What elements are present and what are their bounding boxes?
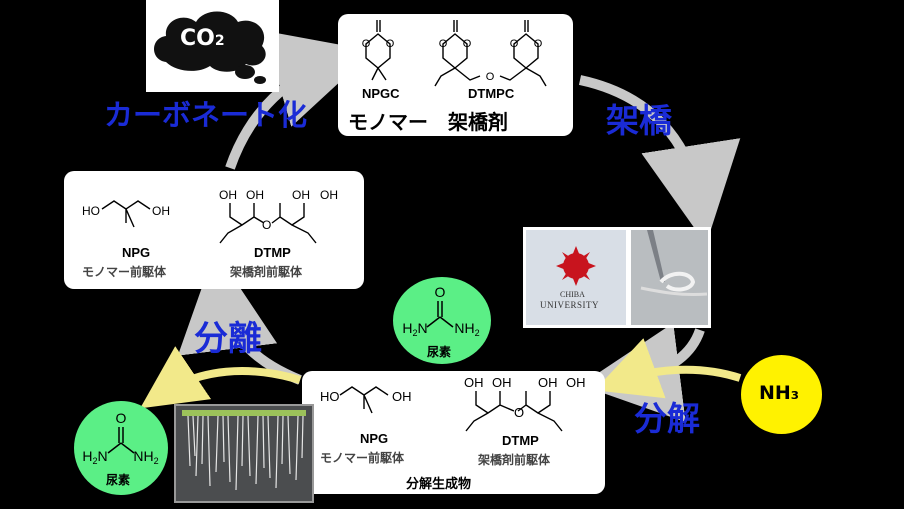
svg-text:OH: OH bbox=[464, 375, 484, 390]
svg-text:O: O bbox=[362, 38, 371, 50]
svg-text:O: O bbox=[486, 71, 495, 83]
svg-text:OH: OH bbox=[219, 188, 237, 202]
svg-text:O: O bbox=[116, 410, 127, 426]
material-photo: CHIBA UNIVERSITY bbox=[523, 227, 711, 328]
svg-text:HO: HO bbox=[82, 204, 100, 218]
co2-text: CO bbox=[180, 26, 215, 51]
svg-text:NH2: NH2 bbox=[133, 448, 158, 466]
dtmpc-label: DTMPC bbox=[468, 86, 515, 101]
step-separation: 分離 bbox=[194, 319, 262, 359]
logo-line1: CHIBA bbox=[560, 290, 585, 299]
svg-text:OH: OH bbox=[320, 188, 338, 202]
precursor-dtmp-sub: 架橋剤前駆体 bbox=[230, 265, 303, 279]
urea-structure-icon: O H2N NH2 bbox=[402, 284, 479, 338]
urea-label-top: 尿素 bbox=[427, 345, 452, 359]
cyclic-carbonate-structures: O O O O O O O bbox=[362, 20, 547, 87]
product-npg-label: NPG bbox=[360, 431, 389, 446]
nh3-circle: NH₃ bbox=[741, 355, 822, 434]
svg-text:OH: OH bbox=[492, 375, 512, 390]
svg-text:O: O bbox=[435, 284, 446, 300]
svg-text:O: O bbox=[439, 38, 448, 50]
products-caption: 分解生成物 bbox=[406, 477, 472, 492]
plant-growth-photo bbox=[174, 404, 314, 503]
chiba-logo-icon bbox=[556, 246, 596, 286]
svg-text:NH2: NH2 bbox=[454, 320, 479, 338]
monomer-caption: モノマー 架橋剤 bbox=[348, 110, 508, 134]
svg-text:HO: HO bbox=[320, 389, 340, 404]
svg-text:O: O bbox=[262, 218, 271, 232]
arrow-carbonate bbox=[225, 30, 374, 170]
svg-text:H2N: H2N bbox=[402, 320, 427, 338]
svg-text:OH: OH bbox=[152, 204, 170, 218]
step-decomposition: 分解 bbox=[634, 399, 700, 438]
cloud-icon bbox=[154, 11, 266, 84]
tweezers-photo bbox=[631, 230, 708, 325]
monomer-panel: O O O O O O O NPGC DTMPC モノマー 架橋剤 bbox=[338, 14, 573, 136]
product-dtmp-sub: 架橋剤前駆体 bbox=[478, 453, 551, 467]
product-structures: HO OH OH OH OH OH O bbox=[320, 375, 586, 432]
urea-structure-icon: O H2N NH2 bbox=[82, 410, 158, 466]
arrow-urea bbox=[140, 346, 302, 409]
arrow-nh3 bbox=[594, 338, 742, 399]
urea-label-bottom: 尿素 bbox=[106, 473, 131, 487]
product-npg-sub: モノマー前駆体 bbox=[320, 451, 405, 465]
precursor-panel: HO OH OH OH OH OH O NPG モノマー前駆体 DTMP 架橋剤前駆体 bbox=[64, 171, 364, 289]
precursor-npg-sub: モノマー前駆体 bbox=[82, 265, 167, 279]
svg-text:H2N: H2N bbox=[82, 448, 107, 466]
arrow-crosslink bbox=[578, 75, 741, 245]
co2-subscript: 2 bbox=[214, 33, 225, 49]
precursor-dtmp-label: DTMP bbox=[254, 245, 291, 260]
svg-text:O: O bbox=[514, 405, 524, 420]
svg-text:OH: OH bbox=[566, 375, 586, 390]
co2-panel: CO2 bbox=[146, 0, 279, 92]
urea-circle-bottom: O H2N NH2 尿素 bbox=[74, 401, 168, 495]
svg-text:OH: OH bbox=[538, 375, 558, 390]
svg-text:OH: OH bbox=[292, 188, 310, 202]
svg-text:O: O bbox=[463, 38, 472, 50]
precursor-structures: HO OH OH OH OH OH O bbox=[82, 188, 338, 244]
svg-text:OH: OH bbox=[246, 188, 264, 202]
npgc-label: NPGC bbox=[362, 86, 400, 101]
products-panel: HO OH OH OH OH OH O NPG モノマー前駆体 DTMP 架橋剤前駆体… bbox=[302, 371, 605, 494]
svg-text:O: O bbox=[386, 38, 395, 50]
film-photo: CHIBA UNIVERSITY bbox=[526, 230, 626, 325]
precursor-npg-label: NPG bbox=[122, 245, 151, 260]
step-carbonation: カーボネート化 bbox=[104, 98, 308, 132]
nh3-label: NH₃ bbox=[759, 382, 800, 404]
svg-text:OH: OH bbox=[392, 389, 412, 404]
step-crosslink: 架橋 bbox=[606, 101, 672, 140]
product-dtmp-label: DTMP bbox=[502, 433, 539, 448]
svg-text:O: O bbox=[510, 38, 519, 50]
urea-circle-top: O H2N NH2 尿素 bbox=[393, 277, 491, 364]
logo-line2: UNIVERSITY bbox=[540, 300, 599, 310]
svg-text:O: O bbox=[534, 38, 543, 50]
